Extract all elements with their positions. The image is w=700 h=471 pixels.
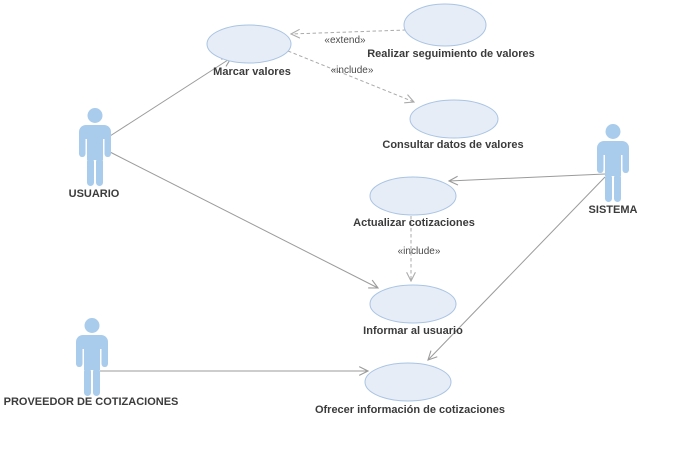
actor-label-sistema: SISTEMA: [588, 204, 638, 216]
include-arrow-marcar-to-consultar: [287, 50, 414, 102]
usecase-ellipse-ofrecer-informacion: [364, 362, 452, 402]
usecase-ellipse-consultar-datos: [409, 99, 499, 139]
association-sistema-to-ofrecer-informacion: [428, 176, 606, 360]
usecase-label-ofrecer-informacion: Ofrecer información de cotizaciones: [314, 404, 506, 416]
actor-usuario-icon: [79, 108, 111, 186]
usecase-label-informar-al-usuario: Informar al usuario: [363, 325, 463, 337]
usecase-ellipse-realizar-seguimiento: [403, 3, 487, 47]
stereotype-label-include-1: «include»: [330, 65, 374, 76]
usecase-label-actualizar-cotizaciones: Actualizar cotizaciones: [353, 217, 475, 229]
actor-label-proveedor: PROVEEDOR DE COTIZACIONES: [3, 396, 179, 408]
usecase-label-realizar-seguimiento: Realizar seguimiento de valores: [367, 48, 535, 60]
actor-sistema-icon: [597, 124, 629, 202]
usecase-label-marcar-valores: Marcar valores: [213, 66, 291, 78]
stereotype-label-include-2: «include»: [397, 246, 441, 257]
usecase-ellipse-informar-al-usuario: [369, 284, 457, 324]
usecase-ellipse-marcar-valores: [206, 24, 292, 64]
usecase-ellipse-actualizar-cotizaciones: [369, 176, 457, 216]
association-usuario-to-marcar-valores: [109, 58, 231, 137]
extend-arrow-realizar-to-marcar: [291, 30, 407, 34]
usecase-label-consultar-datos: Consultar datos de valores: [382, 139, 524, 151]
association-usuario-to-informar-al-usuario: [109, 151, 378, 288]
actor-proveedor-icon: [76, 318, 108, 396]
actor-label-usuario: USUARIO: [68, 188, 120, 200]
association-sistema-to-actualizar-cotizaciones: [449, 173, 606, 181]
stereotype-label-extend: «extend»: [324, 35, 366, 46]
